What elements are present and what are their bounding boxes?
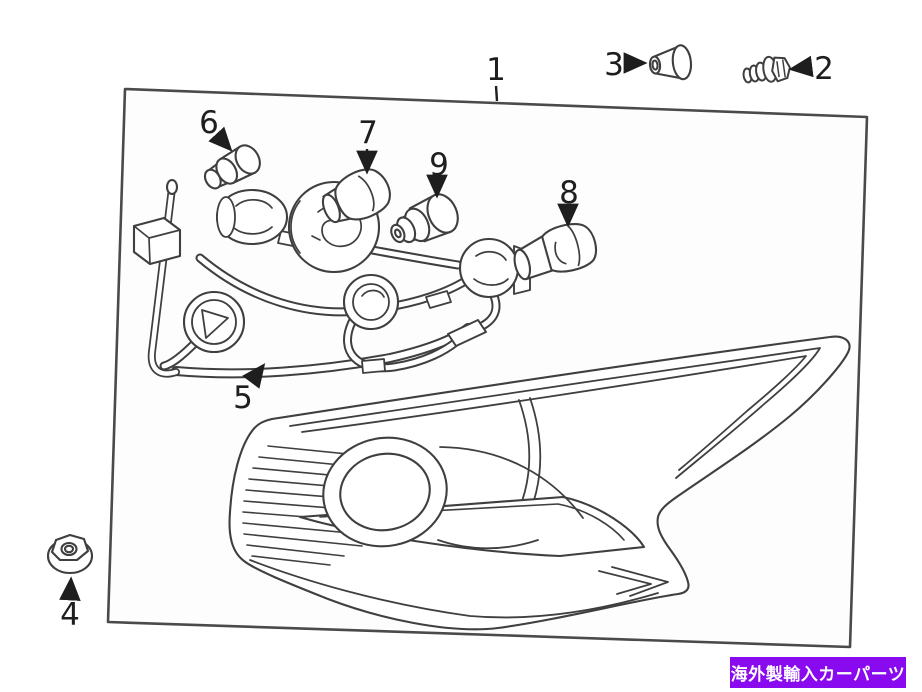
callout-9-label: 9 [429, 147, 449, 183]
grommet-3-drawing [648, 44, 693, 81]
callout-3-label: 3 [604, 47, 624, 83]
callout-2-label: 2 [814, 51, 834, 87]
socket-7-drawing [321, 168, 391, 224]
callout-1-leader [494, 85, 499, 102]
callout-5-arrow [242, 363, 266, 389]
callout-5-label: 5 [233, 380, 253, 416]
nut-4-drawing [46, 533, 94, 575]
bolt-2-drawing [742, 55, 791, 84]
tail-lamp-drawing [228, 335, 851, 631]
socket-8-drawing [513, 223, 597, 281]
callout-8-label: 8 [559, 175, 579, 211]
promo-banner: 海外製輸入カーパーツ [730, 657, 906, 688]
callout-1-label: 1 [486, 52, 506, 88]
callout-6-arrow [208, 126, 233, 152]
callout-6-label: 6 [199, 105, 219, 141]
callout-4-arrow [59, 576, 81, 601]
callout-2-arrow [788, 55, 814, 78]
callouts: 1 2 3 4 5 6 7 8 9 [59, 47, 834, 633]
bulb-9-drawing [390, 193, 459, 244]
harness-drawing [132, 178, 531, 379]
callout-4-label: 4 [60, 597, 80, 633]
bulb-6-drawing [203, 144, 261, 190]
promo-banner-text: 海外製輸入カーパーツ [730, 665, 906, 685]
callout-7-label: 7 [358, 115, 378, 151]
